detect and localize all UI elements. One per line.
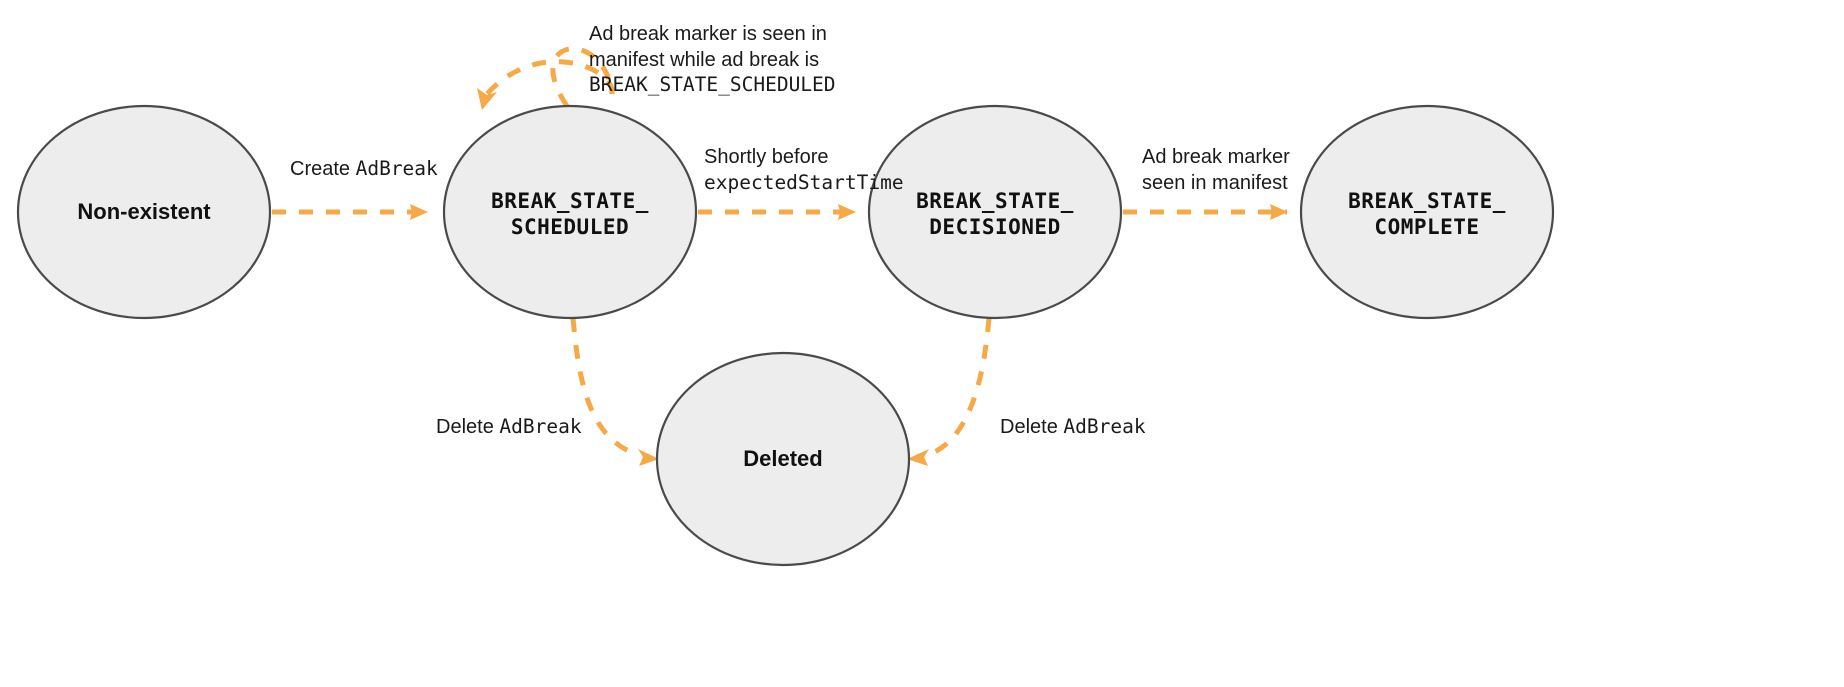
- node-break-state-scheduled[interactable]: BREAK_STATE_ SCHEDULED: [442, 104, 698, 320]
- edge-label-delete-from-decisioned: Delete AdBreak: [1000, 415, 1146, 438]
- edge-self-loop-scheduled-path: [550, 46, 615, 108]
- edge-self-loop-scheduled-path-return: [484, 59, 615, 97]
- edge-delete-from-decisioned-path: [927, 317, 992, 458]
- edge-create-adbreak: [272, 204, 428, 220]
- edge-label-create-adbreak: Create AdBreak: [290, 157, 438, 180]
- edge-create-adbreak-arrowhead: [410, 204, 428, 220]
- node-non-existent-shape: [16, 104, 272, 320]
- node-non-existent[interactable]: Non-existent: [16, 104, 272, 320]
- edge-label-self-loop-scheduled: Ad break marker is seen in manifest whil…: [589, 23, 836, 96]
- edge-delete-from-scheduled: [570, 317, 659, 466]
- edge-label-marker-seen-line2: seen in manifest: [1142, 172, 1288, 194]
- edge-label-shortly-before-line1: Shortly before: [704, 146, 829, 168]
- svg-text:Delete AdBreak: Delete AdBreak: [436, 415, 582, 438]
- node-break-state-complete-label-line2: COMPLETE: [1374, 215, 1479, 239]
- edge-label-shortly-before: Shortly before expectedStartTime: [704, 146, 904, 194]
- edge-label-marker-seen-manifest: Ad break marker seen in manifest: [1142, 146, 1290, 194]
- node-break-state-scheduled-label-line1: BREAK_STATE_: [491, 189, 649, 213]
- edge-delete-from-decisioned-arrowhead: [907, 449, 929, 466]
- svg-text:Create AdBreak: Create AdBreak: [290, 157, 438, 180]
- edge-label-self-loop-line3-state: BREAK_STATE_SCHEDULED: [589, 73, 836, 96]
- edge-marker-seen-manifest-arrowhead: [1270, 204, 1288, 220]
- edge-label-shortly-before-line2-field: expectedStartTime: [704, 171, 904, 194]
- node-non-existent-label: Non-existent: [77, 199, 211, 224]
- edge-label-self-loop-line1: Ad break marker is seen in: [589, 23, 827, 45]
- node-break-state-scheduled-label-line2: SCHEDULED: [511, 215, 629, 239]
- node-deleted-label: Deleted: [743, 446, 822, 471]
- edge-label-create-adbreak-verb: Create: [290, 158, 356, 180]
- edge-delete-from-scheduled-path: [570, 317, 639, 458]
- edge-label-delete-scheduled-type: AdBreak: [499, 415, 581, 438]
- edge-label-delete-from-scheduled: Delete AdBreak: [436, 415, 582, 438]
- edge-label-create-adbreak-type: AdBreak: [356, 157, 438, 180]
- node-break-state-complete-shape: [1299, 104, 1555, 320]
- edge-delete-from-decisioned: [907, 317, 992, 466]
- node-break-state-complete-label-line1: BREAK_STATE_: [1348, 189, 1506, 213]
- node-break-state-decisioned-shape: [867, 104, 1123, 320]
- edge-marker-seen-manifest: [1123, 204, 1288, 220]
- edge-label-delete-decisioned-type: AdBreak: [1063, 415, 1145, 438]
- edge-self-loop-scheduled: [477, 46, 615, 110]
- node-deleted-shape: [655, 351, 911, 567]
- edge-label-self-loop-line2: manifest while ad break is: [589, 49, 819, 71]
- node-deleted[interactable]: Deleted: [655, 351, 911, 567]
- node-break-state-decisioned-label-line2: DECISIONED: [929, 215, 1060, 239]
- edge-label-delete-scheduled-verb: Delete: [436, 416, 499, 438]
- node-break-state-decisioned[interactable]: BREAK_STATE_ DECISIONED: [867, 104, 1123, 320]
- edge-label-marker-seen-line1: Ad break marker: [1142, 146, 1290, 168]
- edge-shortly-before: [698, 204, 856, 220]
- node-break-state-scheduled-shape: [442, 104, 698, 320]
- edge-self-loop-scheduled-arrowhead: [477, 88, 497, 110]
- node-break-state-decisioned-label-line1: BREAK_STATE_: [916, 189, 1074, 213]
- edge-shortly-before-arrowhead: [838, 204, 856, 220]
- edge-delete-from-scheduled-arrowhead: [638, 449, 659, 466]
- edge-label-delete-decisioned-verb: Delete: [1000, 416, 1063, 438]
- svg-text:Delete AdBreak: Delete AdBreak: [1000, 415, 1146, 438]
- node-break-state-complete[interactable]: BREAK_STATE_ COMPLETE: [1299, 104, 1555, 320]
